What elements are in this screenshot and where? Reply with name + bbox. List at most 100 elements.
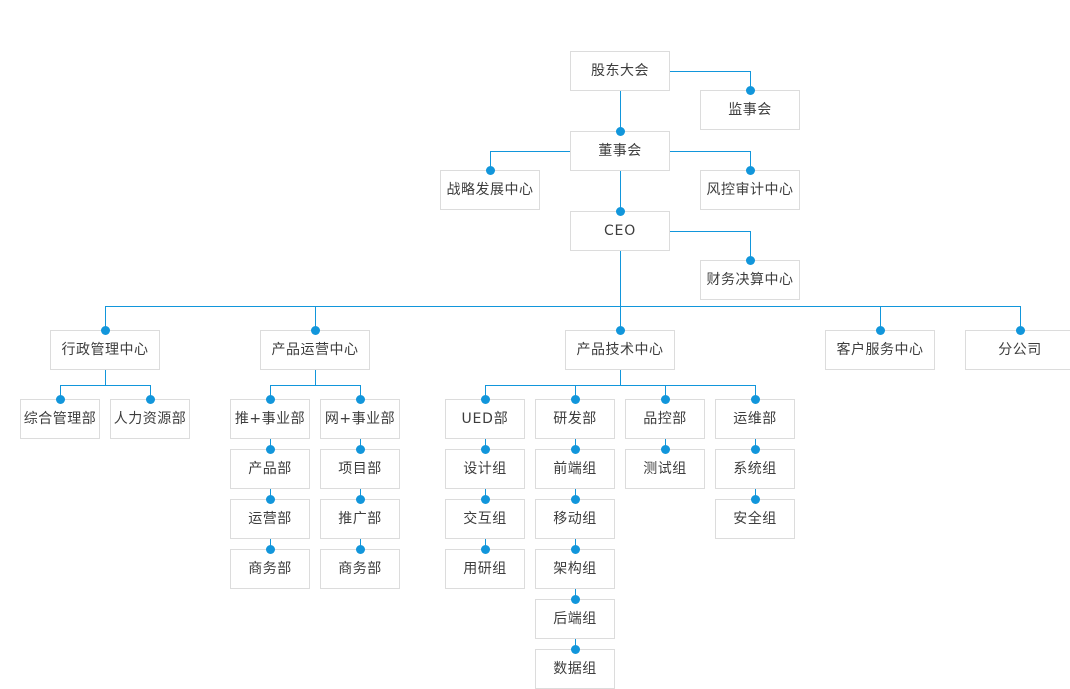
connector-dot-customer-service-center: [875, 325, 885, 335]
connector-board-to-risk-v: [750, 151, 751, 170]
connector-dot-general-admin-dept: [55, 394, 65, 404]
node-system-group[interactable]: 系统组: [715, 449, 795, 489]
node-promotion-dept[interactable]: 推广部: [320, 499, 400, 539]
connector-tech-to-rd-v: [575, 385, 576, 399]
connector-admin-stem-v: [105, 370, 106, 385]
connector-dot-ops-dept: [750, 394, 760, 404]
connector-bus-to-customer-service-v: [880, 306, 881, 330]
connector-dot-business-dept-left: [265, 544, 275, 554]
node-human-resources-dept[interactable]: 人力资源部: [110, 399, 190, 439]
connector-dot-mobile-group: [570, 494, 580, 504]
connector-dot-rd-dept: [570, 394, 580, 404]
connector-product-ops-to-wang-v: [360, 385, 361, 399]
connector-dot-product-dept: [265, 444, 275, 454]
node-operations-dept[interactable]: 运营部: [230, 499, 310, 539]
node-interaction-group[interactable]: 交互组: [445, 499, 525, 539]
connector-dot-supervisors: [745, 85, 755, 95]
connector-ops-chain-2-v: [755, 489, 756, 499]
node-business-dept-left[interactable]: 商务部: [230, 549, 310, 589]
node-product-dept[interactable]: 产品部: [230, 449, 310, 489]
node-shareholders-meeting[interactable]: 股东大会: [570, 51, 670, 91]
connector-tech-to-ued-v: [485, 385, 486, 399]
connector-dot-strategy: [485, 165, 495, 175]
connector-dot-user-research-group: [480, 544, 490, 554]
node-ceo[interactable]: CEO: [570, 211, 670, 251]
node-quality-control-dept[interactable]: 品控部: [625, 399, 705, 439]
node-frontend-group[interactable]: 前端组: [535, 449, 615, 489]
connector-dot-board: [615, 126, 625, 136]
connector-shareholders-to-supervisors-h: [670, 71, 750, 72]
node-design-group[interactable]: 设计组: [445, 449, 525, 489]
connector-ued-chain-3-v: [485, 539, 486, 549]
connector-wang-chain-3-v: [360, 539, 361, 549]
connector-dot-ued-dept: [480, 394, 490, 404]
connector-wang-chain-1-v: [360, 439, 361, 449]
connector-bus-to-product-ops-v: [315, 306, 316, 330]
connector-product-ops-to-tui-v: [270, 385, 271, 399]
node-rd-dept[interactable]: 研发部: [535, 399, 615, 439]
node-strategy-development-center[interactable]: 战略发展中心: [440, 170, 540, 210]
connector-dot-interaction-group: [480, 494, 490, 504]
connector-product-tech-branch-h: [485, 385, 755, 386]
connector-ceo-to-bus-v: [620, 251, 621, 306]
connector-rd-chain-1-v: [575, 439, 576, 449]
connector-dot-design-group: [480, 444, 490, 454]
connector-admin-branch-h: [60, 385, 150, 386]
connector-dot-test-group: [660, 444, 670, 454]
node-project-dept[interactable]: 项目部: [320, 449, 400, 489]
connector-dot-risk: [745, 165, 755, 175]
connector-ued-chain-2-v: [485, 489, 486, 499]
node-operations-maintenance-dept[interactable]: 运维部: [715, 399, 795, 439]
connector-board-to-ceo-v: [620, 171, 621, 211]
node-wang-business-division[interactable]: 网+事业部: [320, 399, 400, 439]
connector-ceo-to-finance-v: [750, 231, 751, 260]
node-customer-service-center[interactable]: 客户服务中心: [825, 330, 935, 370]
connector-dot-project-dept: [355, 444, 365, 454]
node-tui-business-division[interactable]: 推+事业部: [230, 399, 310, 439]
node-security-group[interactable]: 安全组: [715, 499, 795, 539]
node-finance-settlement-center[interactable]: 财务决算中心: [700, 260, 800, 300]
node-backend-group[interactable]: 后端组: [535, 599, 615, 639]
node-user-research-group[interactable]: 用研组: [445, 549, 525, 589]
connector-ops-chain-1-v: [755, 439, 756, 449]
node-board-of-directors[interactable]: 董事会: [570, 131, 670, 171]
connector-dot-admin-center: [100, 325, 110, 335]
node-branch-company[interactable]: 分公司: [965, 330, 1070, 370]
connector-dot-promotion-dept: [355, 494, 365, 504]
connector-dot-product-tech-center: [615, 325, 625, 335]
node-admin-management-center[interactable]: 行政管理中心: [50, 330, 160, 370]
connector-admin-to-hr-v: [150, 385, 151, 399]
connector-tui-chain-3-v: [270, 539, 271, 549]
node-risk-audit-center[interactable]: 风控审计中心: [700, 170, 800, 210]
node-business-dept-right[interactable]: 商务部: [320, 549, 400, 589]
connector-product-tech-stem-v: [620, 370, 621, 385]
node-architecture-group[interactable]: 架构组: [535, 549, 615, 589]
main-bus-line: [105, 306, 1020, 307]
node-board-of-supervisors[interactable]: 监事会: [700, 90, 800, 130]
connector-ued-chain-1-v: [485, 439, 486, 449]
node-data-group[interactable]: 数据组: [535, 649, 615, 689]
connector-tui-chain-2-v: [270, 489, 271, 499]
node-mobile-group[interactable]: 移动组: [535, 499, 615, 539]
connector-shareholders-to-supervisors-v: [750, 71, 751, 90]
connector-dot-business-dept-right: [355, 544, 365, 554]
connector-dot-product-ops-center: [310, 325, 320, 335]
connector-dot-ceo: [615, 206, 625, 216]
connector-bus-to-product-tech-v: [620, 306, 621, 330]
node-product-operations-center[interactable]: 产品运营中心: [260, 330, 370, 370]
node-test-group[interactable]: 测试组: [625, 449, 705, 489]
connector-dot-data-group: [570, 644, 580, 654]
connector-dot-system-group: [750, 444, 760, 454]
connector-tech-to-ops-v: [755, 385, 756, 399]
connector-dot-security-group: [750, 494, 760, 504]
connector-dot-finance: [745, 255, 755, 265]
connector-bus-to-branch-v: [1020, 306, 1021, 330]
node-product-technology-center[interactable]: 产品技术中心: [565, 330, 675, 370]
node-general-management-dept[interactable]: 综合管理部: [20, 399, 100, 439]
connector-bus-to-admin-v: [105, 306, 106, 330]
connector-dot-architecture-group: [570, 544, 580, 554]
connector-dot-wang-division: [355, 394, 365, 404]
node-ued-dept[interactable]: UED部: [445, 399, 525, 439]
connector-dot-tui-division: [265, 394, 275, 404]
